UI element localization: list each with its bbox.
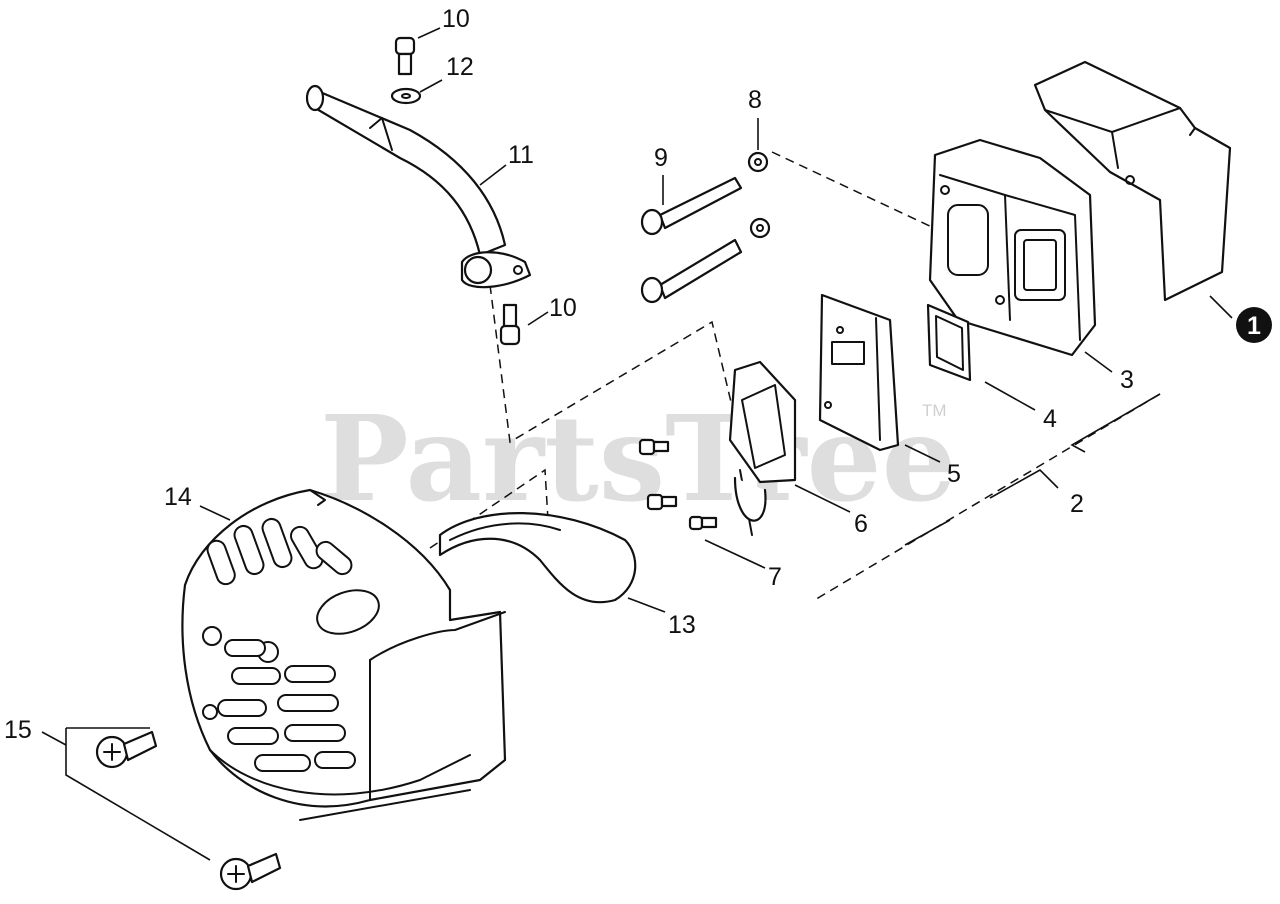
screen-plate-part: [818, 293, 900, 452]
engine-cover-part: [181, 488, 507, 821]
callout-label: 11: [508, 141, 534, 169]
callout-label: 10: [442, 5, 470, 33]
exhaust-deflector-part: [728, 360, 797, 536]
callout-label: 5: [947, 460, 961, 488]
callout-label: 12: [446, 53, 474, 81]
small-screws: [638, 438, 718, 531]
callout-label: 13: [668, 611, 696, 639]
cover-screws: [95, 730, 282, 891]
cover-piece-part: [438, 512, 637, 604]
callout-label: 6: [854, 510, 868, 538]
screws-and-washer: [390, 36, 521, 346]
callout-label: 8: [748, 86, 762, 114]
bolts-and-washers: [640, 151, 771, 304]
leader-lines: [41, 27, 1233, 861]
callout-label: 14: [164, 483, 192, 511]
callout-label: 7: [768, 563, 782, 591]
callout-label: 3: [1120, 366, 1134, 394]
callout-label: 4: [1043, 405, 1057, 433]
reference-marker: 1: [1236, 307, 1272, 343]
callout-label: 2: [1070, 490, 1084, 518]
heat-shield-part: [1033, 60, 1232, 302]
gasket-part: [926, 303, 972, 382]
callout-label: 10: [549, 294, 577, 322]
callout-label: 15: [4, 716, 32, 744]
reference-marker-circle: [1236, 307, 1272, 343]
muffler-body-part: [928, 138, 1097, 357]
callout-label: 9: [654, 144, 668, 172]
callout-labels: 10 12 11 8 9 10 3 4 5 2 6 14 7 13 15: [4, 5, 1134, 744]
watermark-trademark: TM: [922, 401, 947, 420]
reference-marker-label: 1: [1247, 312, 1261, 340]
pipe-part: [305, 84, 532, 289]
